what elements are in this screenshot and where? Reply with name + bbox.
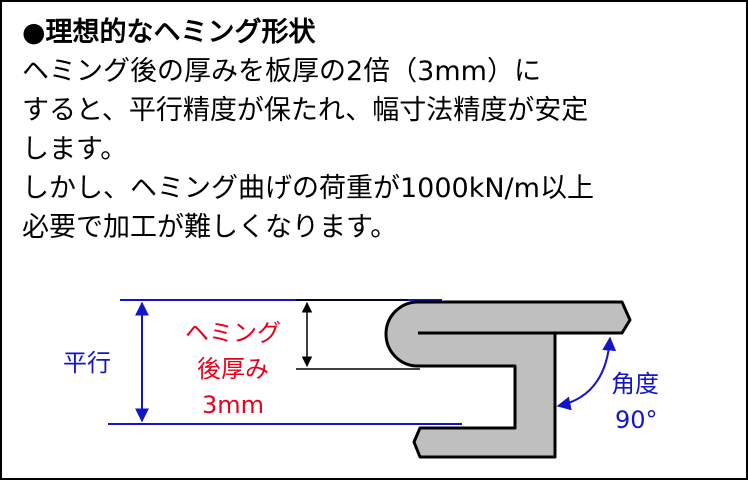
body-line: すると、平行精度が保たれ、幅寸法精度が安定 <box>22 95 589 126</box>
angle-label-line1: 角度 <box>611 370 659 398</box>
body-line: しかし、ヘミング曲げの荷重が1000kN/m以上 <box>22 173 594 204</box>
body-line: 必要で加工が難しくなります。 <box>22 212 398 243</box>
description-text: ●理想的なヘミング形状 ヘミング後の厚みを板厚の2倍（3mm）に すると、平行精… <box>22 14 732 247</box>
thickness-label-line1: ヘミング <box>185 319 281 347</box>
body-line: ヘミング後の厚みを板厚の2倍（3mm）に <box>22 56 541 87</box>
hemmed-part-shape <box>384 300 632 459</box>
thickness-label-line3: 3mm <box>202 391 264 419</box>
thickness-label-line2: 後厚み <box>197 355 269 383</box>
body-line: します。 <box>22 134 128 165</box>
parallel-label: 平行 <box>63 349 111 377</box>
angle-arc <box>556 336 617 411</box>
heading: ●理想的なヘミング形状 <box>22 17 316 48</box>
angle-label-line2: 90° <box>615 406 658 434</box>
